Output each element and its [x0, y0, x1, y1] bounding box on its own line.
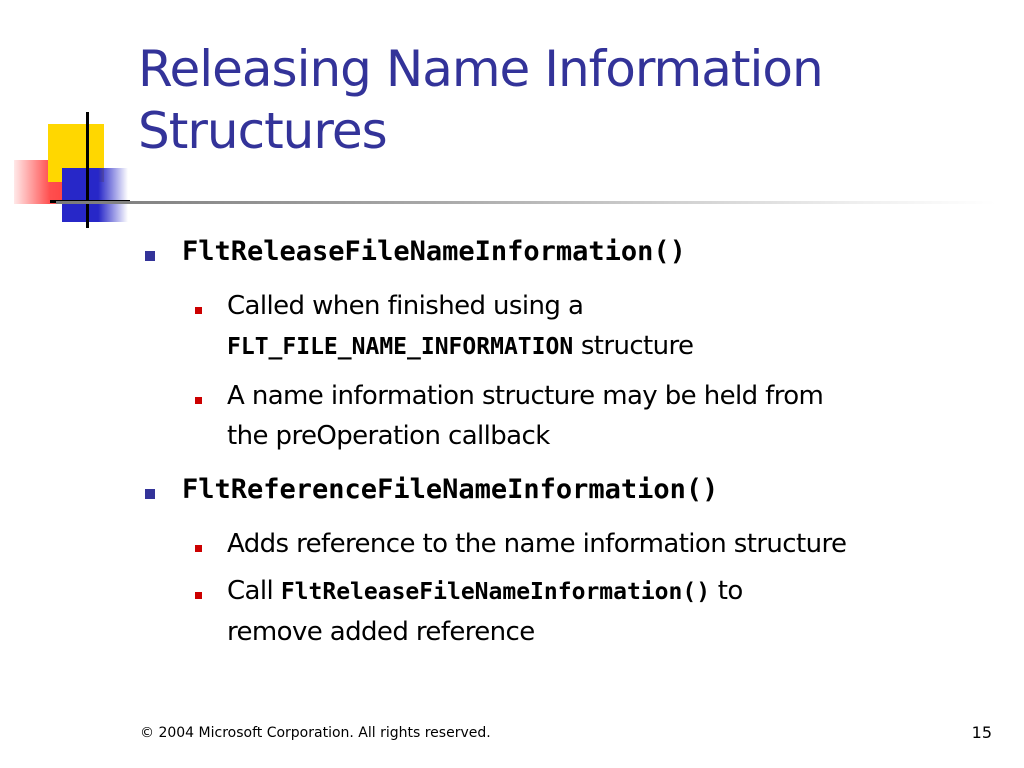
decorative-blue-square [62, 168, 128, 222]
code-function-name: FltReleaseFileNameInformation() [280, 579, 711, 605]
subbullet-2-2-prefix: Call [227, 576, 281, 606]
subbullet-square-icon [195, 592, 202, 599]
bullet-square-icon [145, 489, 155, 499]
subbullet-square-icon [195, 307, 202, 314]
decorative-vertical-line [86, 112, 89, 228]
bullet-square-icon [145, 251, 155, 261]
slide-title-line-2: Structures [138, 102, 388, 160]
subbullet-2-1-text: Adds reference to the name information s… [227, 524, 987, 564]
subbullet-2-1-line-1: Adds reference to the name information s… [227, 529, 847, 559]
subbullet-1-2-line-2: the preOperation callback [227, 421, 550, 451]
subbullet-2-2-line-2: remove added reference [227, 617, 535, 647]
subbullet-square-icon [195, 545, 202, 552]
slide-title-line-1: Releasing Name Information [138, 40, 824, 98]
subbullet-2-2-line-1: Call FltReleaseFileNameInformation() to [227, 571, 987, 612]
title-divider-rule [56, 201, 996, 204]
subbullet-1-1-text: Called when finished using a FLT_FILE_NA… [227, 286, 987, 367]
bullet-2-text: FltReferenceFileNameInformation() [182, 474, 719, 505]
subbullet-2-2-suffix: to [710, 576, 744, 606]
slide-title: Releasing Name Information Structures [138, 38, 998, 162]
subbullet-1-1-line-2-text: structure [573, 331, 694, 361]
subbullet-square-icon [195, 397, 202, 404]
subbullet-1-1-line-1: Called when finished using a [227, 291, 584, 321]
page-number: 15 [971, 723, 992, 742]
code-struct-name: FLT_FILE_NAME_INFORMATION [227, 334, 574, 360]
subbullet-2-2-text: Call FltReleaseFileNameInformation() to … [227, 571, 987, 652]
bullet-1-text: FltReleaseFileNameInformation() [182, 236, 686, 267]
copyright-footer: © 2004 Microsoft Corporation. All rights… [140, 725, 491, 741]
subbullet-1-2-text: A name information structure may be held… [227, 376, 987, 456]
subbullet-1-2-line-1: A name information structure may be held… [227, 381, 824, 411]
subbullet-1-1-line-2: FLT_FILE_NAME_INFORMATION structure [227, 326, 987, 367]
